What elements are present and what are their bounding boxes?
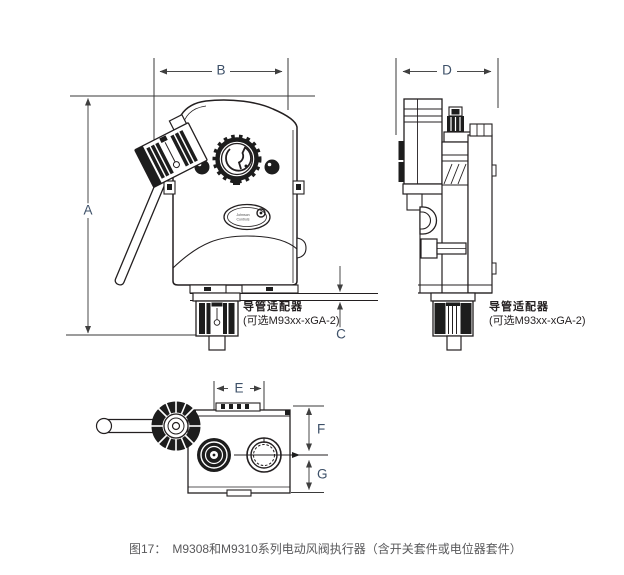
gear-coupling (212, 134, 262, 185)
dimension-label-d: D (440, 62, 454, 78)
johnson-controls-logo: Johnson Controls (223, 203, 271, 231)
side-view (395, 58, 499, 351)
conduit-adapter-note-front: 导管适配器 (可选M93xx-xGA-2) (243, 301, 340, 328)
figure-caption-text: M9308和M9310系列电动风阀执行器（含开关套件或电位器套件） (172, 542, 522, 556)
note-line1: 导管适配器 (243, 301, 303, 313)
knurled-bushing (151, 401, 201, 451)
dimension-label-a: A (81, 202, 95, 218)
logo-text-line1: Johnson (236, 213, 249, 217)
conduit-knockout-left (197, 438, 231, 472)
conduit-adapter-front (192, 292, 241, 351)
dimension-label-b: B (214, 62, 228, 78)
note-line2: (可选M93xx-xGA-2) (243, 314, 340, 327)
actuator-front-body: Johnson Controls (163, 99, 307, 294)
actuator-side-body (398, 98, 497, 296)
note-line2: (可选M93xx-xGA-2) (489, 314, 586, 327)
figure-caption: 图17： M9308和M9310系列电动风阀执行器（含开关套件或电位器套件） (129, 540, 522, 557)
note-line1: 导管适配器 (489, 301, 549, 313)
figure-caption-label: 图17： (129, 542, 167, 556)
bottom-view (95, 381, 328, 497)
logo-text-line2: Controls (236, 218, 249, 222)
dimension-label-f: F (315, 421, 328, 437)
conduit-adapter-note-side: 导管适配器 (可选M93xx-xGA-2) (489, 301, 586, 328)
dimension-label-c: C (334, 326, 348, 342)
dimension-label-e: E (232, 380, 246, 396)
crank-clamp-block (134, 113, 208, 188)
front-view: Johnson Controls (66, 58, 378, 351)
actuator-bottom-body (95, 401, 328, 497)
dimension-label-g: G (315, 466, 330, 482)
conduit-adapter-side (430, 292, 476, 351)
